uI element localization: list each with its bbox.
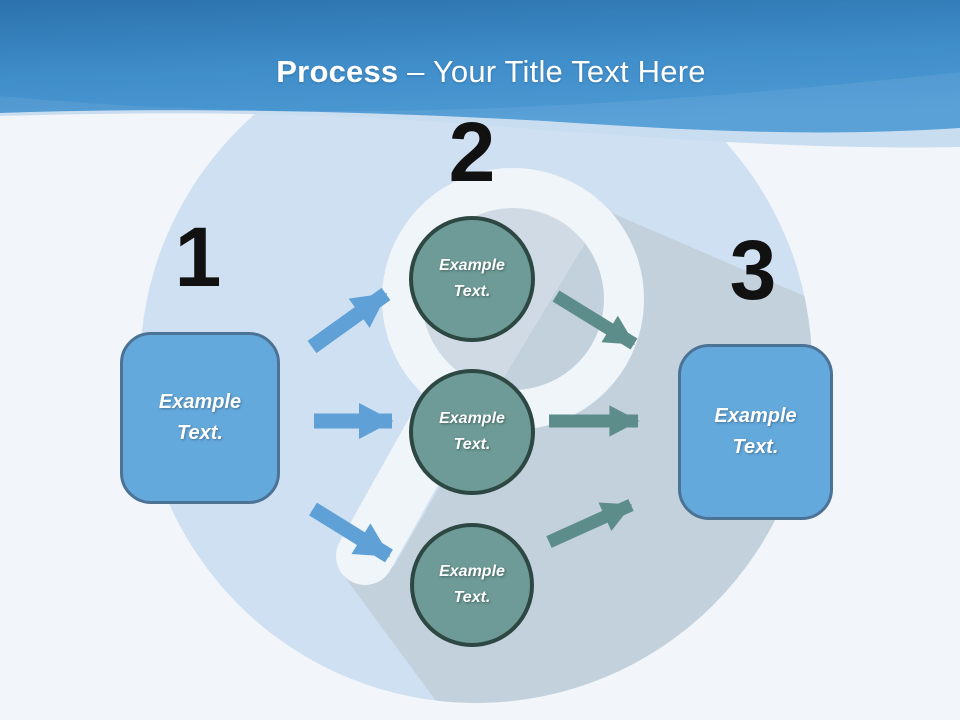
header-sheen [0,72,960,133]
example-box-right: Example Text. [678,344,833,520]
process-circle-2: Example Text. [409,369,535,495]
blue-arrows [307,287,394,563]
example-box-left: Example Text. [120,332,280,504]
process-circle-3: Example Text. [410,523,534,647]
header-band [0,0,960,148]
blue-arrow-top-icon [307,287,391,354]
process-circle-1: Example Text. [409,216,535,342]
header-wave-sliver [0,110,960,148]
step-number-2: 2 [448,105,496,199]
step-number-3: 3 [729,223,777,317]
teal-arrow-top-icon [552,290,638,350]
slide-title-regular: – Your Title Text Here [407,54,706,89]
step-number-1: 1 [174,210,222,304]
blue-arrow-bottom-icon [309,502,393,563]
header-wave-blue [0,0,960,133]
slide-title-bold: Process [276,54,399,89]
slide-title: Process – Your Title Text Here [0,54,960,90]
teal-arrows [546,290,640,548]
teal-arrow-bottom-icon [546,499,634,548]
